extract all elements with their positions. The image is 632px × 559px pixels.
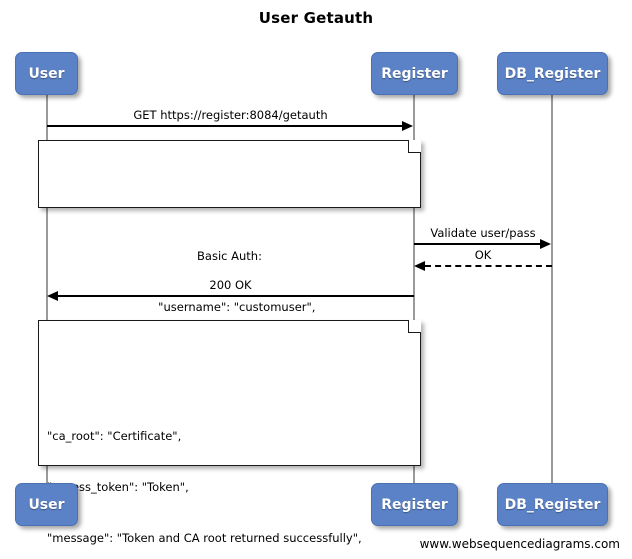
actor-label-user-bottom: User — [28, 496, 65, 513]
page-title: User Getauth — [258, 9, 374, 27]
actor-label-user-top: User — [28, 65, 65, 82]
note-line: Basic Auth: — [197, 249, 262, 263]
arrow-head-200-ok — [47, 291, 58, 301]
lifeline-register — [413, 95, 415, 483]
message-line-get-auth — [47, 125, 403, 127]
note-basic-auth: Basic Auth: "username": "customuser", "p… — [38, 140, 421, 365]
note-fold-icon-response-payload — [408, 320, 421, 333]
message-label-ok: OK — [474, 248, 492, 262]
actor-user-bottom[interactable]: User — [15, 483, 78, 526]
message-label-validate: Validate user/pass — [430, 226, 536, 240]
message-label-get-auth: GET https://register:8084/getauth — [133, 108, 328, 122]
actor-db-register-bottom[interactable]: DB_Register — [497, 483, 608, 526]
message-line-validate — [414, 243, 541, 245]
actor-register-top[interactable]: Register — [371, 52, 458, 95]
actor-label-register-top: Register — [381, 65, 448, 82]
note-line: "ca_root": "Certificate", — [47, 429, 182, 443]
actor-db-register-top[interactable]: DB_Register — [497, 52, 608, 95]
arrow-head-validate — [540, 239, 551, 249]
note-line: "username": "customuser", — [143, 300, 316, 314]
actor-label-db-register-top: DB_Register — [504, 65, 601, 82]
message-line-200-ok — [58, 295, 414, 297]
message-line-ok — [425, 265, 552, 267]
lifeline-user — [46, 95, 48, 483]
actor-user-top[interactable]: User — [15, 52, 78, 95]
actor-register-bottom[interactable]: Register — [371, 483, 458, 526]
actor-label-db-register-bottom: DB_Register — [504, 496, 601, 513]
message-label-200-ok: 200 OK — [209, 278, 252, 292]
note-fold-icon-basic-auth — [408, 140, 421, 153]
arrow-head-get-auth — [402, 121, 413, 131]
lifeline-db-register — [551, 95, 553, 483]
note-body-response-payload: "ca_root": "Certificate", "access_token"… — [39, 389, 420, 559]
note-line: "message": "Token and CA root returned s… — [47, 531, 362, 545]
note-line: "access_token": "Token", — [47, 480, 189, 494]
footer-watermark: www.websequencediagrams.com — [419, 537, 620, 551]
arrow-head-ok — [414, 261, 425, 271]
actor-label-register-bottom: Register — [381, 496, 448, 513]
note-response-payload: "ca_root": "Certificate", "access_token"… — [38, 320, 421, 545]
